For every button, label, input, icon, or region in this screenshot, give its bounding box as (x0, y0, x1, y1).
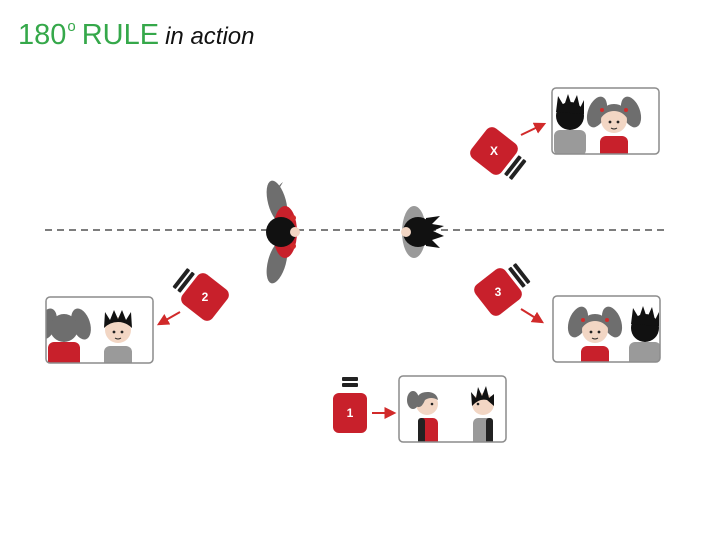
shot-frame-2 (45, 296, 154, 364)
camera-3: 3 (474, 263, 531, 316)
title-subtitle: in action (165, 23, 255, 50)
camera-1: 1 (333, 377, 367, 433)
arrow-camera-3 (520, 308, 545, 324)
girl-topdown (266, 180, 300, 284)
camera-3-label: 3 (495, 285, 502, 299)
camera-1-label: 1 (347, 406, 354, 420)
shot-frame-x (551, 87, 660, 155)
title-number: 180 (18, 19, 67, 51)
camera-x-label: X (490, 144, 498, 158)
camera-2-label: 2 (202, 290, 209, 304)
arrow-camera-x (520, 122, 547, 136)
arrow-camera-2 (156, 311, 181, 326)
degree-symbol: o (67, 18, 76, 35)
shot-frame-1 (398, 375, 507, 443)
boy-topdown (401, 206, 444, 258)
shot-frame-3 (552, 295, 661, 363)
camera-x: X (470, 127, 527, 180)
camera-2: 2 (172, 268, 229, 321)
title-rule: RULE (81, 19, 160, 51)
